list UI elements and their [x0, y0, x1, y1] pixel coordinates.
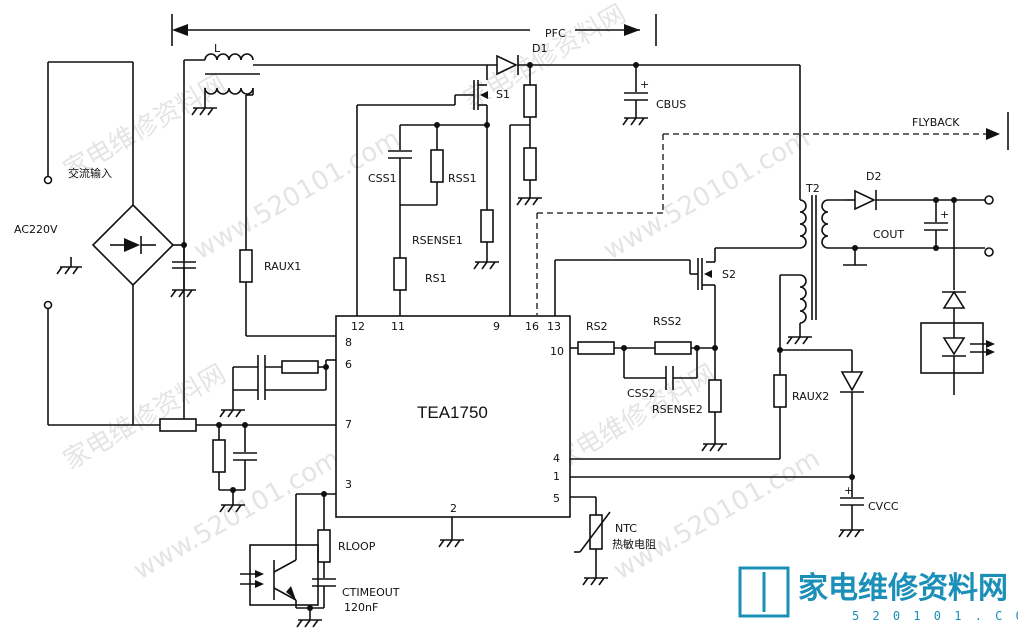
ntc-label: NTC: [615, 522, 637, 535]
rsense1-label: RSENSE1: [412, 234, 463, 247]
ac-input-label: 交流输入: [68, 166, 112, 180]
cvcc-label: CVCC: [868, 500, 899, 513]
pin-11: 11: [391, 320, 405, 333]
pin-4: 4: [553, 452, 560, 465]
rloop-label: RLOOP: [338, 540, 376, 553]
brand-logo: 家电维修资料网 5 2 0 1 0 1 . C O M: [738, 566, 1018, 623]
cbus-plus: +: [640, 78, 649, 91]
watermark-text: www.520101.com: [599, 124, 816, 266]
watermark-text: 家电维修资料网: [59, 359, 232, 476]
pin-12: 12: [351, 320, 365, 333]
raux1-network: RAUX1: [239, 249, 336, 337]
rss1-label: RSS1: [448, 172, 477, 185]
raux1-label: RAUX1: [264, 260, 301, 273]
rs1-label: RS1: [425, 272, 447, 285]
inductor-label: L: [214, 42, 221, 55]
rs2-label: RS2: [586, 320, 608, 333]
ac-input: 交流输入 AC220V: [14, 61, 160, 426]
brand-url: 5 2 0 1 0 1 . C O M: [852, 609, 1018, 623]
ctimeout-label: CTIMEOUT: [342, 586, 400, 599]
aux-supply: RAUX2 + CVCC: [570, 347, 899, 538]
pin-1: 1: [553, 470, 560, 483]
input-filter: L: [170, 42, 260, 425]
pfc-label: PFC: [545, 27, 566, 40]
watermark-text: 家电维修资料网: [459, 0, 632, 116]
pin-5: 5: [553, 492, 560, 505]
chip-label: TEA1750: [417, 403, 488, 422]
pin-13: 13: [547, 320, 561, 333]
flyback-arrow: FLYBACK: [536, 112, 1009, 315]
pin7-network: [159, 418, 336, 513]
pin2-ground: [438, 517, 464, 548]
pin-2: 2: [450, 502, 457, 515]
pin-6: 6: [345, 358, 352, 371]
cout-label: COUT: [873, 228, 904, 241]
pin-9: 9: [493, 320, 500, 333]
pfc-stage: D1 S1 CSS1 RSS1 RSENSE1 RS1: [253, 42, 800, 316]
t2-label: T2: [805, 182, 820, 195]
ac-voltage-label: AC220V: [14, 223, 58, 236]
pin-3: 3: [345, 478, 352, 491]
s1-label: S1: [496, 88, 510, 101]
pin-10: 10: [550, 345, 564, 358]
css1-label: CSS1: [368, 172, 397, 185]
raux2-label: RAUX2: [792, 390, 829, 403]
css2-label: CSS2: [627, 387, 656, 400]
rss2-label: RSS2: [653, 315, 682, 328]
ctimeout-value: 120nF: [344, 601, 378, 614]
pfc-span-arrow: PFC: [171, 14, 657, 46]
pin-8: 8: [345, 336, 352, 349]
pin10-network: RS2 RSS2 CSS2 RSENSE2: [570, 315, 727, 452]
tea1750-ic: TEA1750 12 11 9 16 13 8 6 7 3 2 10 4 1 5: [335, 315, 571, 518]
watermark-text: www.520101.com: [609, 444, 826, 586]
flyback-switch: S2: [554, 258, 736, 350]
cbus-capacitor: + CBUS: [622, 65, 686, 126]
s2-label: S2: [722, 268, 736, 281]
flyback-transformer: T2 D2 + COUT: [714, 65, 995, 395]
pin6-network: [219, 355, 336, 418]
cvcc-plus: +: [844, 484, 853, 497]
pin3-network: RLOOP CTIMEOUT 120nF: [240, 491, 400, 628]
cbus-label: CBUS: [656, 98, 686, 111]
d2-label: D2: [866, 170, 881, 183]
pin-7: 7: [345, 418, 352, 431]
d1-label: D1: [532, 42, 547, 55]
ntc-cn-label: 热敏电阻: [612, 537, 656, 551]
ntc-thermistor: NTC 热敏电阻: [570, 496, 656, 586]
pin-16: 16: [525, 320, 539, 333]
watermark-text: www.520101.com: [189, 124, 406, 266]
watermark-text: www.520101.com: [129, 444, 346, 586]
rsense2-label: RSENSE2: [652, 403, 703, 416]
brand-name: 家电维修资料网: [798, 571, 1008, 606]
bridge-rectifier: [91, 203, 187, 287]
flyback-label: FLYBACK: [912, 116, 960, 129]
cout-plus: +: [940, 208, 949, 221]
